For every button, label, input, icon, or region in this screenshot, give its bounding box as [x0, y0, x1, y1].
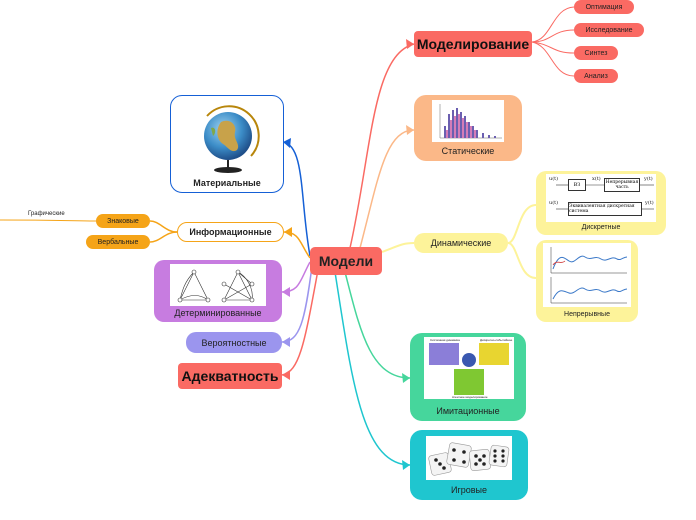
panel-title: Дискретно-событийное — [480, 338, 513, 342]
block-continuous: Непрерывная часть — [604, 178, 640, 192]
signal-label: u(t) — [549, 200, 559, 206]
dynamic-label: Динамические — [430, 238, 492, 248]
modeling-child-label: Оптимация — [585, 3, 623, 11]
modeling-child-label: Исследование — [585, 26, 633, 34]
informational-label: Информационные — [189, 227, 272, 237]
dynamic-node[interactable]: Динамические — [414, 233, 508, 253]
modeling-label: Моделирование — [416, 36, 530, 52]
game-node[interactable]: Игровые — [410, 430, 528, 500]
modeling-node[interactable]: Моделирование — [414, 31, 532, 57]
dice-image — [426, 436, 512, 480]
block-label: Непрерывная часть — [605, 180, 639, 190]
informational-child-label: Знаковые — [107, 217, 139, 225]
discrete-label: Дискретные — [581, 224, 621, 231]
panel-discrete-event — [479, 343, 509, 365]
imitation-label: Имитационные — [436, 406, 500, 416]
graphic-label[interactable]: Графические — [28, 211, 65, 217]
block-label: ВЗ — [573, 182, 581, 188]
static-node[interactable]: Статические — [414, 95, 522, 161]
signal-label: y(t) — [644, 176, 653, 182]
discrete-node[interactable]: u(t) ВЗ x(t) Непрерывная часть y(t) u(t)… — [536, 171, 666, 235]
informational-child-verbal[interactable]: Вербальные — [86, 235, 150, 249]
block-diagram-image: u(t) ВЗ x(t) Непрерывная часть y(t) u(t)… — [546, 174, 656, 222]
game-label: Игровые — [450, 485, 488, 495]
continuous-label: Непрерывные — [564, 311, 610, 318]
block-vz: ВЗ — [568, 179, 586, 191]
panel-title: Агентное моделирование — [452, 395, 488, 399]
modeling-child-optimization[interactable]: Оптимация — [574, 0, 634, 14]
modeling-child-synthesis[interactable]: Синтез — [574, 46, 618, 60]
modeling-child-research[interactable]: Исследование — [574, 23, 644, 37]
deterministic-label: Детерминированные — [174, 308, 262, 318]
informational-node[interactable]: Информационные — [177, 222, 284, 242]
adequacy-label: Адекватность — [181, 368, 279, 384]
center-label: Модели — [318, 253, 374, 269]
block-equivalent: Эквивалентная дискретная система — [568, 202, 642, 216]
informational-child-sign[interactable]: Знаковые — [96, 214, 150, 228]
panel-system-dynamics — [429, 343, 459, 365]
panel-title: Системная динамика — [430, 338, 460, 342]
signal-label: u(t) — [549, 176, 559, 182]
imitation-node[interactable]: Системная динамика Дискретно-событийное … — [410, 333, 526, 421]
modeling-child-label: Синтез — [584, 49, 608, 57]
probabilistic-label: Вероятностные — [201, 337, 267, 348]
adequacy-node[interactable]: Адекватность — [178, 363, 282, 389]
modeling-child-analysis[interactable]: Анализ — [574, 69, 618, 83]
center-sphere — [462, 353, 476, 367]
probabilistic-node[interactable]: Вероятностные — [186, 332, 282, 353]
imitation-diagram-image: Системная динамика Дискретно-событийное … — [424, 337, 514, 399]
continuous-node[interactable]: Непрерывные — [536, 240, 638, 322]
material-node[interactable]: Материальные — [170, 95, 284, 193]
informational-child-label: Вербальные — [97, 238, 139, 246]
signal-label: y(t) — [645, 200, 654, 206]
center-node[interactable]: Модели — [310, 247, 382, 275]
block-label: Эквивалентная дискретная система — [569, 204, 635, 214]
material-label: Материальные — [193, 178, 261, 188]
static-label: Статические — [441, 146, 495, 156]
modeling-child-label: Анализ — [584, 72, 608, 80]
bar-chart-image — [432, 100, 504, 142]
deterministic-node[interactable]: Детерминированные — [154, 260, 282, 322]
signal-label: x(t) — [592, 176, 601, 182]
graph-diagram-image — [170, 264, 266, 306]
signal-graph-image — [543, 243, 631, 307]
panel-agent-based — [454, 369, 484, 395]
globe-icon — [204, 105, 260, 173]
